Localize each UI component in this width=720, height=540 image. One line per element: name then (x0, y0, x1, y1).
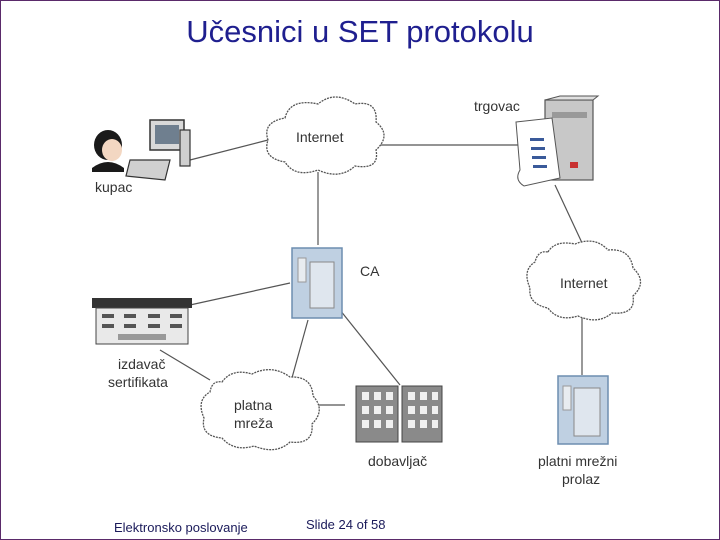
buyer-label: kupac (95, 179, 133, 195)
gateway-label-line1: platni mrežni (538, 453, 618, 469)
supplier-label: dobavljač (368, 453, 428, 469)
ca-server-icon (291, 247, 343, 319)
line-merchant-internet2 (554, 184, 584, 246)
footer-course-name: Elektronsko poslovanje (114, 520, 248, 535)
footer-slide-number: Slide 24 of 58 (306, 517, 386, 532)
certificate-issuer-icon (92, 298, 192, 345)
line-ca-supplier (339, 309, 401, 386)
buyer-icon (92, 119, 191, 181)
payment-network-label-line2: mreža (234, 415, 273, 431)
line-ca-issuer (189, 282, 291, 306)
merchant-server-icon (515, 95, 600, 187)
internet-cloud-top-label: Internet (296, 129, 344, 145)
connection-lines (159, 139, 584, 406)
slide-title: Učesnici u SET protokolu (186, 14, 534, 49)
issuer-label-line2: sertifikata (108, 374, 168, 390)
issuer-label-line1: izdavač (118, 356, 166, 372)
line-ca-payment-network (289, 319, 309, 386)
supplier-icon (355, 385, 443, 443)
gateway-label-line2: prolaz (562, 471, 601, 487)
internet-cloud-top (266, 96, 385, 175)
line-issuer-payment-network (159, 349, 211, 381)
payment-network-label-line1: platna (234, 397, 273, 413)
internet-cloud-right-label: Internet (560, 275, 608, 291)
payment-gateway-server-icon (557, 375, 609, 445)
line-buyer-internet (189, 139, 269, 161)
ca-label: CA (360, 263, 380, 279)
internet-cloud-right (526, 240, 642, 321)
merchant-label: trgovac (474, 98, 520, 114)
payment-network-cloud (200, 369, 320, 451)
